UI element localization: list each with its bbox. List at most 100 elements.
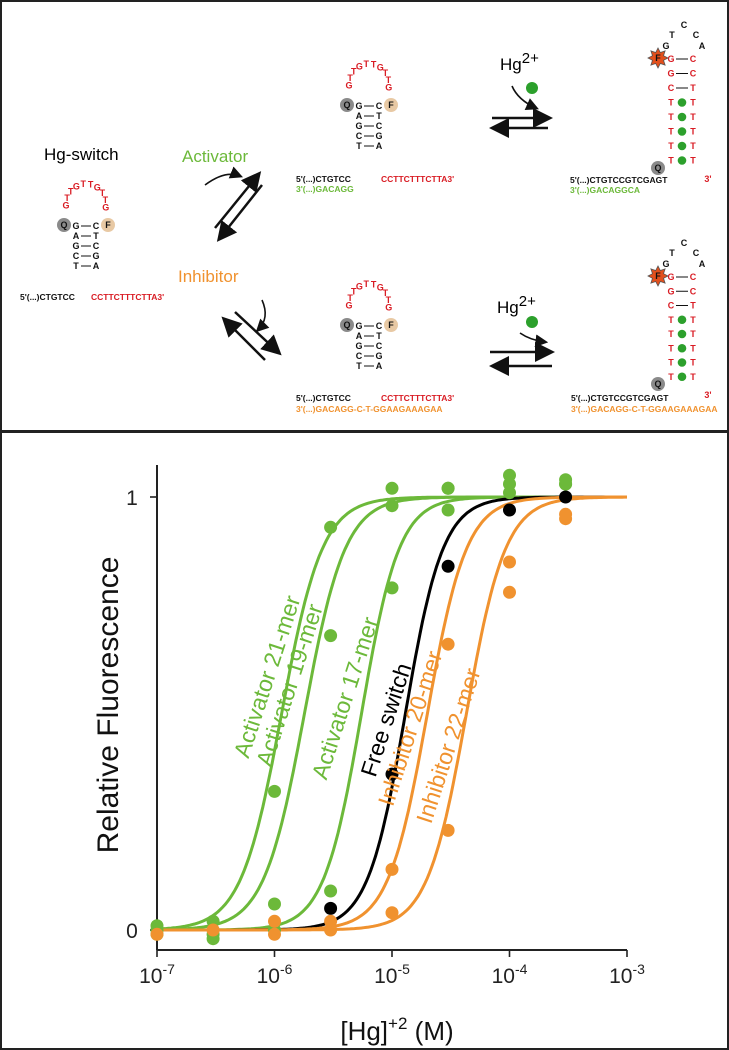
duplex-seq-5prime-bottom: 5'(...)CTGTCCGTCGAGT xyxy=(571,393,669,403)
duplex-nucleotide-right: T xyxy=(690,358,696,368)
tip-nucleotide: G xyxy=(662,41,669,51)
data-point xyxy=(324,629,338,643)
hg-bridge-dot xyxy=(677,343,687,353)
data-point xyxy=(150,927,164,941)
duplex-nucleotide-left: G xyxy=(667,272,674,282)
loop-nucleotide: T xyxy=(100,188,106,198)
stem-nucleotide-right: T xyxy=(93,231,99,241)
loop-nucleotide: T xyxy=(386,295,392,305)
activator-seq-3prime: 3'(...)GACAGG xyxy=(296,184,354,194)
x-tick-base: 10 xyxy=(374,965,397,988)
stem-nucleotide-left: C xyxy=(356,131,363,141)
loop-nucleotide: T xyxy=(351,66,357,76)
stem-nucleotide-left: A xyxy=(356,111,363,121)
fluorophore-active-icon xyxy=(647,265,669,287)
switch-sequence-5prime: 5'(...)CTGTCC xyxy=(20,292,75,302)
tip-nucleotide: T xyxy=(669,248,675,258)
data-point xyxy=(441,823,455,837)
stem-nucleotide-left: G xyxy=(355,321,362,331)
fluorophore-active-icon xyxy=(647,47,669,69)
three-prime-end: 3' xyxy=(704,174,711,184)
loop-nucleotide: T xyxy=(103,195,109,205)
stem-nucleotide-right: A xyxy=(376,361,383,371)
loop-nucleotide: G xyxy=(345,301,352,311)
svg-text:Hg2+: Hg2+ xyxy=(500,50,539,74)
hg-charge: 2+ xyxy=(522,50,539,67)
duplex-nucleotide-right: T xyxy=(690,156,696,166)
quencher-letter: Q xyxy=(343,100,350,110)
duplex-nucleotide-left: T xyxy=(668,112,674,122)
hg-bridge-dot xyxy=(677,315,687,325)
loop-nucleotide: T xyxy=(68,186,74,196)
duplex-nucleotide-left: G xyxy=(667,54,674,64)
duplex-nucleotide-left: C xyxy=(668,83,675,93)
duplex-nucleotide-right: T xyxy=(690,301,696,311)
data-point xyxy=(559,507,573,521)
duplex-nucleotide-left: T xyxy=(668,141,674,151)
loop-nucleotide: T xyxy=(386,75,392,85)
stem-nucleotide-left: T xyxy=(356,361,362,371)
loop-nucleotide: T xyxy=(88,180,94,190)
data-point xyxy=(385,767,399,781)
x-tick-exponent: -4 xyxy=(515,961,528,977)
duplex-nucleotide-right: T xyxy=(690,343,696,353)
hg-label: Hg xyxy=(500,55,522,74)
x-tick-exponent: -3 xyxy=(632,961,645,977)
data-point xyxy=(559,490,573,504)
fluorophore-letter: F xyxy=(388,100,394,110)
duplex-nucleotide-left: G xyxy=(667,286,674,296)
y-tick-label: 1 xyxy=(126,487,138,510)
stem-nucleotide-left: T xyxy=(356,141,362,151)
quencher-icon xyxy=(57,218,71,232)
stem-nucleotide-left: G xyxy=(355,101,362,111)
quencher-letter: Q xyxy=(343,320,350,330)
quencher-icon xyxy=(651,161,665,175)
duplex-nucleotide-left: C xyxy=(668,301,675,311)
data-point xyxy=(206,923,220,937)
hg-bridge-dot xyxy=(677,112,687,122)
loop-nucleotide: T xyxy=(347,73,353,83)
data-point xyxy=(503,555,516,569)
switch-sequence-red: CCTTCTTTCTTA3' xyxy=(91,292,164,302)
loop-nucleotide: T xyxy=(351,286,357,296)
duplex-nucleotide-right: T xyxy=(690,315,696,325)
x-axis-label-main: [Hg] xyxy=(340,1016,388,1046)
tip-nucleotide: A xyxy=(699,259,706,269)
stem-nucleotide-left: C xyxy=(356,351,363,361)
loop-nucleotide: G xyxy=(102,203,109,213)
duplex-nucleotide-left: T xyxy=(668,98,674,108)
hg-addition-bottom: Hg2+ xyxy=(489,293,555,376)
x-tick-exponent: -6 xyxy=(280,961,293,977)
quencher-letter: Q xyxy=(654,163,661,173)
data-point xyxy=(385,581,399,595)
loop-nucleotide: T xyxy=(371,60,377,70)
duplex-nucleotide-right: T xyxy=(690,329,696,339)
loop-nucleotide: G xyxy=(345,81,352,91)
data-point xyxy=(441,559,455,573)
stem-nucleotide-left: T xyxy=(73,261,79,271)
loop-nucleotide: G xyxy=(385,303,392,313)
duplex-nucleotide-right: T xyxy=(690,372,696,382)
fit-curve-inhibitor-22-mer xyxy=(157,495,627,932)
x-axis-label-sup: +2 xyxy=(388,1014,407,1033)
quencher-icon xyxy=(340,318,354,332)
stem-nucleotide-left: C xyxy=(73,251,80,261)
stem-nucleotide-right: C xyxy=(376,121,383,131)
stem-nucleotide-left: G xyxy=(355,121,362,131)
x-tick-label: 10-7 xyxy=(139,961,175,988)
quencher-letter: Q xyxy=(654,379,661,389)
stem-nucleotide-right: T xyxy=(376,111,382,121)
hg-bridge-dot xyxy=(677,329,687,339)
duplex-nucleotide-left: T xyxy=(668,343,674,353)
duplex-nucleotide-right: T xyxy=(690,83,696,93)
